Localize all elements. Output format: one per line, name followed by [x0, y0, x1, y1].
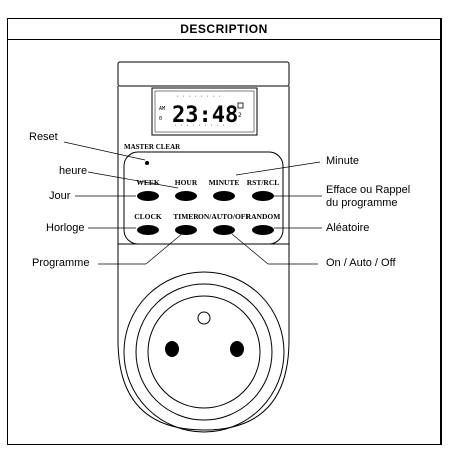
device-plug-housing [117, 246, 290, 431]
button-panel [123, 151, 284, 245]
header-side-rule [441, 18, 442, 445]
lcd-mode-marks: · · · · · · · · · [174, 123, 225, 129]
heure-leader [87, 171, 179, 189]
callout-horloge: Horloge [46, 222, 85, 234]
week-button[interactable] [137, 191, 159, 201]
lcd-index-left: 0 [159, 116, 162, 122]
socket-inner-ring [147, 295, 261, 409]
header-title: DESCRIPTION [180, 22, 268, 36]
socket-outer-ring [123, 271, 285, 433]
callout-aleatoire: Aléatoire [326, 222, 370, 234]
description-header: DESCRIPTION [7, 18, 441, 40]
clock-button[interactable] [137, 225, 159, 235]
reset-leader [63, 141, 146, 161]
on-auto-off-button[interactable] [213, 225, 235, 235]
onautooff-leader-a [231, 233, 269, 265]
socket [123, 271, 285, 433]
minute-button[interactable] [213, 191, 235, 201]
socket-hole-right [230, 341, 244, 357]
random-button-label: RANDOM [246, 212, 281, 221]
lcd-time: 23:48 [172, 103, 238, 128]
minute-leader [235, 161, 321, 176]
callout-reset: Reset [29, 131, 58, 143]
callout-efface-line2: du programme [326, 197, 398, 209]
hour-button-label: HOUR [175, 178, 198, 187]
lcd-inner [154, 90, 255, 133]
hour-button[interactable] [175, 191, 197, 201]
lcd-program-icon [237, 102, 244, 109]
programme-leader-b [145, 232, 184, 265]
callout-minute: Minute [326, 155, 360, 167]
minute-button-label: MINUTE [209, 178, 240, 187]
rst-rcl-button[interactable] [252, 191, 274, 201]
callout-programme: Programme [32, 257, 90, 269]
lcd-am-indicator: AM [159, 106, 165, 112]
callout-heure: heure [59, 165, 88, 177]
rst-rcl-button-label: RST/RCL [247, 178, 280, 187]
lcd-display: · · · · · · · · · · · · · · · · · 23:48 … [151, 87, 258, 136]
reset-hole[interactable] [145, 161, 149, 165]
callout-lines [63, 141, 322, 265]
callout-efface-line1: Efface ou Rappel [326, 184, 411, 196]
clock-button-label: CLOCK [134, 212, 162, 221]
timer-button-label: TIMER [173, 212, 199, 221]
socket-middle-ring [135, 283, 273, 421]
socket-earth-pin [197, 311, 211, 325]
device-top-cap [117, 61, 290, 87]
lcd-frame [151, 87, 258, 136]
timer-button[interactable] [175, 225, 197, 235]
socket-hole-left [165, 341, 179, 357]
lcd-index-right: 2 [238, 112, 242, 119]
lcd-day-marks: · · · · · · · · [176, 94, 221, 100]
callout-on-auto-off: On / Auto / Off [326, 257, 396, 269]
device-sides [117, 86, 290, 246]
master-clear-label: MASTER CLEAR [124, 143, 181, 151]
on-auto-off-button-label: ON/AUTO/OFF [198, 212, 250, 221]
random-button[interactable] [252, 225, 274, 235]
callout-jour: Jour [49, 190, 71, 202]
